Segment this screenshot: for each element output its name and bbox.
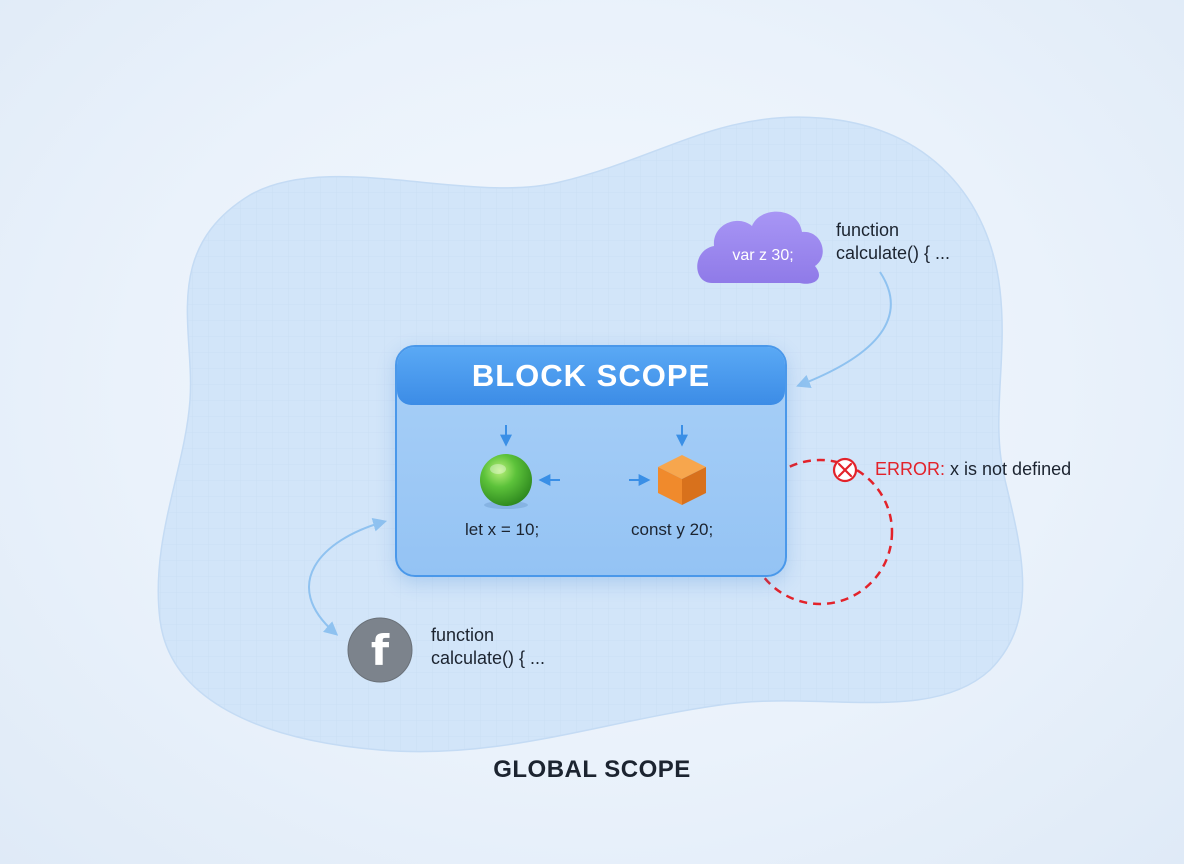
function-label-bottom: function calculate() { ... — [431, 624, 545, 670]
let-variable-label: let x = 10; — [465, 520, 540, 539]
orange-cube-icon — [658, 455, 706, 505]
global-scope-title: GLOBAL SCOPE — [493, 756, 691, 783]
green-sphere-icon — [480, 454, 532, 509]
function-icon-letter: f — [370, 625, 390, 675]
block-scope-box: BLOCK SCOPE let x = 10; const y 20; — [395, 345, 787, 577]
block-scope-contents — [480, 425, 706, 509]
error-text: x is not defined — [950, 459, 1072, 479]
block-scope-title: BLOCK SCOPE — [471, 358, 711, 393]
arrow-block-to-function — [308, 517, 388, 636]
function-signature-top: calculate() { ... — [836, 243, 951, 263]
block-scope-header: BLOCK SCOPE — [397, 347, 785, 405]
error-icon — [832, 457, 858, 483]
arrow-function-to-block — [796, 271, 892, 388]
cloud-label: var z 30; — [732, 247, 794, 264]
cloud-icon — [697, 211, 823, 284]
function-keyword-bottom: function — [431, 625, 495, 645]
const-variable-label: const y 20; — [631, 520, 714, 539]
function-icon — [347, 617, 413, 683]
error-prefix: ERROR: — [875, 459, 946, 479]
function-signature-bottom: calculate() { ... — [431, 648, 546, 668]
function-keyword-top: function — [836, 220, 900, 240]
function-label-top: function calculate() { ... — [836, 219, 950, 265]
error-message: ERROR: x is not defined — [875, 458, 1071, 481]
